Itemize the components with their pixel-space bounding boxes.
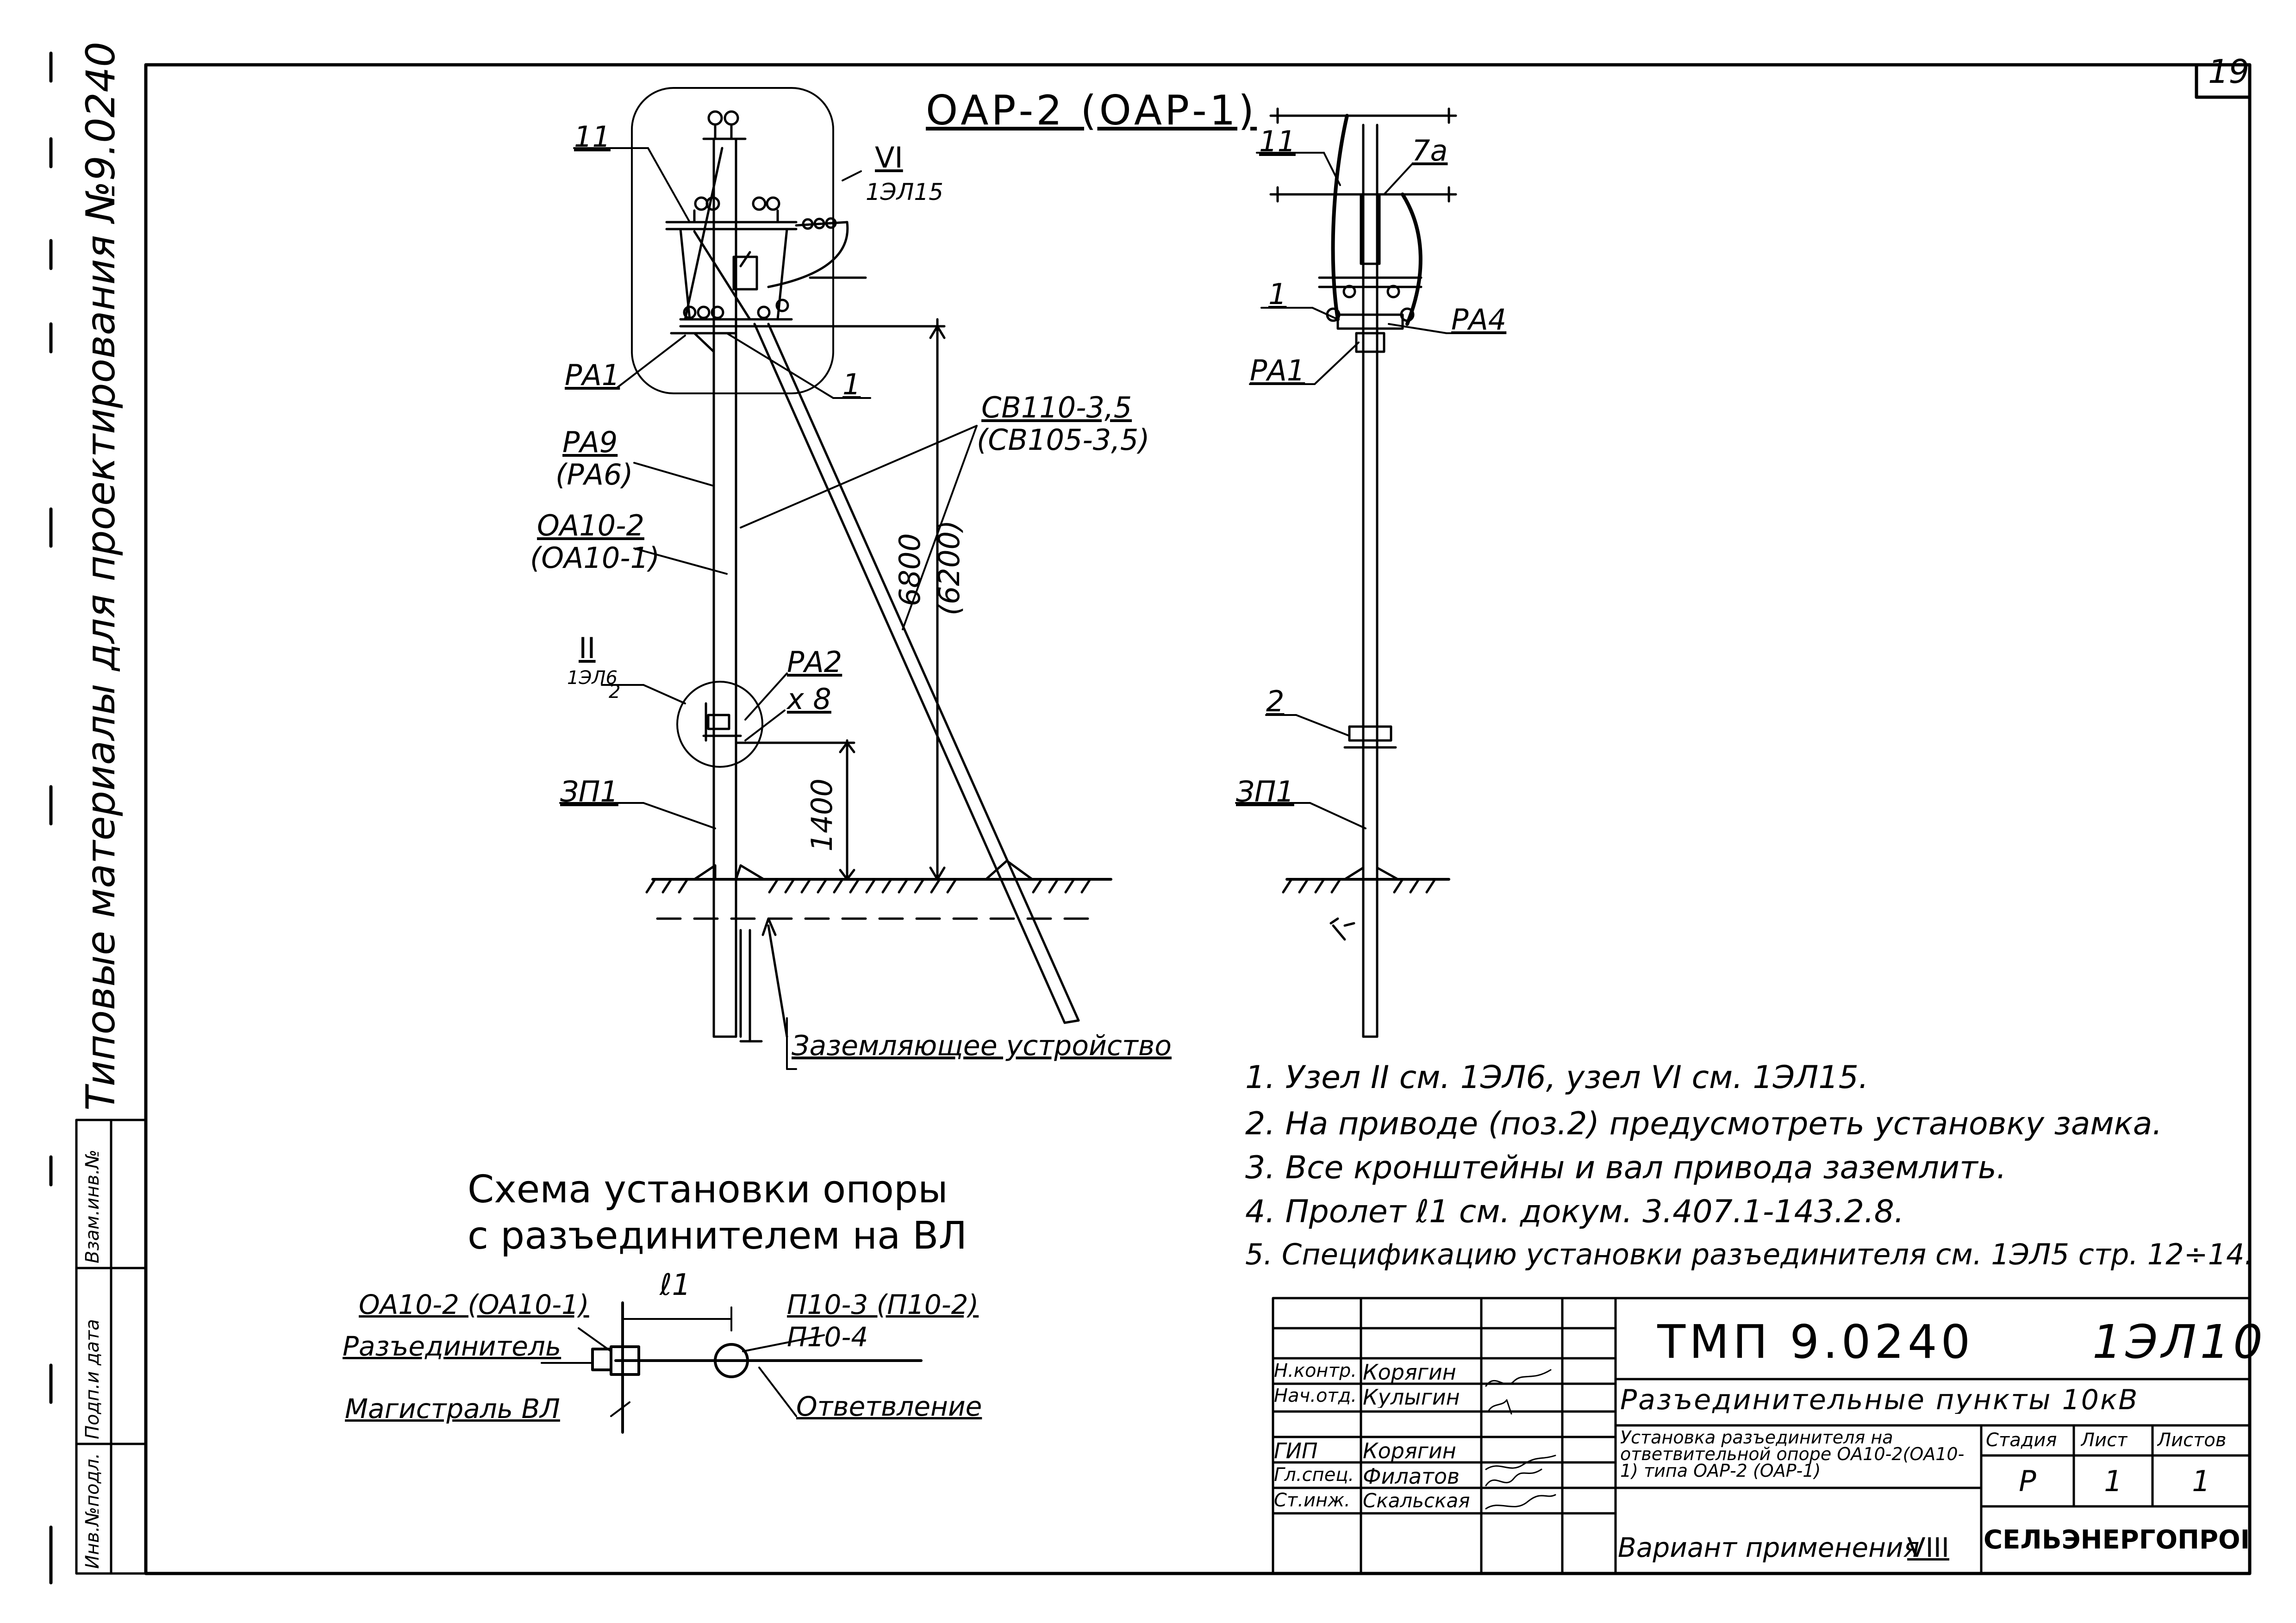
front-label-ra9: РА9 (562, 425, 618, 459)
variant-label: Вариант применения (1618, 1532, 1920, 1563)
staff-role-3: ГИП (1274, 1440, 1318, 1461)
front-label-11: 11 (574, 120, 611, 154)
front-label-oa10-2: ОА10-2 (537, 509, 644, 542)
front-label-oa10-1: (ОА10-1) (530, 541, 660, 575)
front-node-vi-ref: 1ЭЛ15 (866, 179, 943, 205)
side-label-7a: 7а (1412, 134, 1448, 168)
front-label-sv105: (СВ105-3,5) (977, 423, 1150, 457)
staff-role-4: Гл.спец. (1274, 1466, 1354, 1484)
front-label-ra2: РА2 (787, 645, 842, 679)
dimension-6200: (6200) (932, 520, 966, 616)
sheets-value: 1 (2192, 1467, 2210, 1496)
scheme-branch: Ответвление (796, 1391, 982, 1422)
side-label-11: 11 (1259, 124, 1296, 158)
note-1: 1. Узел II см. 1ЭЛ6, узел VI см. 1ЭЛ15. (1245, 1059, 1869, 1096)
front-view-title: ОАР-2 (ОАР-1) (926, 87, 1257, 134)
side-stamp-col1: Инв.№подл. (82, 1453, 103, 1569)
sheet-header: Лист (2081, 1431, 2128, 1449)
staff-name-4: Филатов (1363, 1466, 1460, 1487)
scheme-main-line: Магистраль ВЛ (345, 1393, 560, 1424)
side-label-zp1: ЗП1 (1236, 775, 1294, 808)
side-label-ra4: РА4 (1451, 303, 1507, 336)
side-stamp-col3: Взам.инв.№ (82, 1149, 103, 1263)
staff-name-1: Корягин (1363, 1362, 1456, 1383)
variant-value: VIII (1907, 1532, 1949, 1563)
staff-role-1: Н.контр. (1274, 1362, 1357, 1380)
side-stamp-grid (75, 1119, 147, 1575)
note-5: 5. Спецификацию установки разъединителя … (1245, 1237, 2254, 1271)
scheme-right-support-2: П10-4 (787, 1321, 868, 1353)
front-view (559, 87, 1112, 1070)
title-block-grid (1272, 1297, 2251, 1575)
side-title: Типовые материалы для проектирования №9.… (78, 42, 124, 1111)
side-label-ra1: РА1 (1250, 354, 1305, 387)
scheme-title-line1: Схема установки опоры (468, 1168, 948, 1212)
staff-name-3: Корягин (1363, 1440, 1456, 1461)
front-label-zp1: ЗП1 (560, 775, 618, 808)
project-title: Разъединительные пункты 10кВ (1620, 1386, 2139, 1414)
side-label-1: 1 (1268, 277, 1287, 311)
front-label-ra6: (РА6) (555, 458, 633, 491)
dimension-1400: 1400 (805, 778, 839, 852)
staff-role-2: Нач.отд. (1274, 1387, 1357, 1405)
sheet-frame (144, 63, 2252, 1575)
front-label-1: 1 (842, 367, 861, 401)
sheet-value: 1 (2104, 1467, 2122, 1496)
staff-name-5: Скальская (1363, 1491, 1470, 1511)
scheme-right-support-1: П10-3 (П10-2) (787, 1289, 979, 1320)
stage-header: Стадия (1986, 1431, 2057, 1449)
stage-value: Р (2019, 1467, 2036, 1496)
drawing-title: Установка разъединителя на ответвительно… (1620, 1429, 1965, 1480)
front-node-ii: II (579, 631, 596, 665)
front-node-vi: VI (875, 141, 903, 174)
dimension-6800: 6800 (893, 533, 927, 606)
sheet-code: 1ЭЛ10 (2092, 1319, 2266, 1365)
scheme-span-label: ℓ1 (660, 1268, 691, 1302)
note-4: 4. Пролет ℓ1 см. докум. 3.407.1-143.2.8. (1245, 1194, 1904, 1230)
front-label-x8: х 8 (787, 682, 831, 716)
note-2: 2. На приводе (поз.2) предусмотреть уста… (1245, 1106, 2163, 1142)
doc-code: ТМП 9.0240 (1657, 1319, 1974, 1365)
signatures (1485, 1369, 1556, 1510)
page-number: 19 (2208, 53, 2250, 91)
staff-role-5: Ст.инж. (1274, 1491, 1350, 1510)
scheme-disconnector: Разъединитель (343, 1331, 562, 1362)
scheme-left-support: ОА10-2 (ОА10-1) (359, 1289, 589, 1320)
front-label-ra1: РА1 (565, 358, 620, 392)
front-label-sv110: СВ110-3,5 (981, 391, 1132, 424)
front-node-ii-ref: 1ЭЛ6 (567, 667, 618, 689)
side-label-2: 2 (1266, 684, 1285, 718)
scheme-title-line2: с разъединителем на ВЛ (468, 1214, 967, 1258)
front-node-ii-sub: 2 (609, 681, 621, 703)
staff-name-2: Кулыгин (1363, 1387, 1460, 1408)
organization: СЕЛЬЭНЕРГОПРОЕКТ (1984, 1527, 2247, 1553)
scheme-graphics (541, 1301, 923, 1434)
sheets-header: Листов (2157, 1431, 2227, 1449)
grounding-label: Заземляющее устройство (792, 1030, 1172, 1062)
note-3: 3. Все кронштейны и вал привода заземлит… (1245, 1150, 2007, 1186)
side-stamp-col2: Подп.и дата (82, 1319, 103, 1439)
side-view (1235, 107, 1505, 1038)
